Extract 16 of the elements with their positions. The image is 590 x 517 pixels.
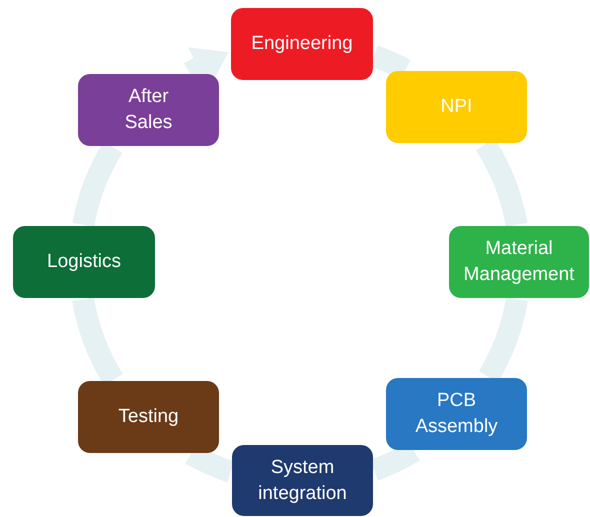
process-box [231,8,373,80]
process-box [449,226,589,298]
process-box [386,378,527,450]
box-label: System integration [258,456,347,506]
process-box [13,226,155,298]
process-box [78,381,219,453]
process-box [386,71,527,143]
process-box [78,74,219,146]
box-label: PCB Assembly [414,389,499,439]
box-label: Testing [118,405,179,429]
box-label: Material Management [464,237,574,287]
box-label: Logistics [47,250,121,274]
box-label: NPI [440,95,472,119]
process-box [232,445,373,516]
box-label: After Sales [124,85,174,135]
box-label: Engineering [251,32,353,56]
